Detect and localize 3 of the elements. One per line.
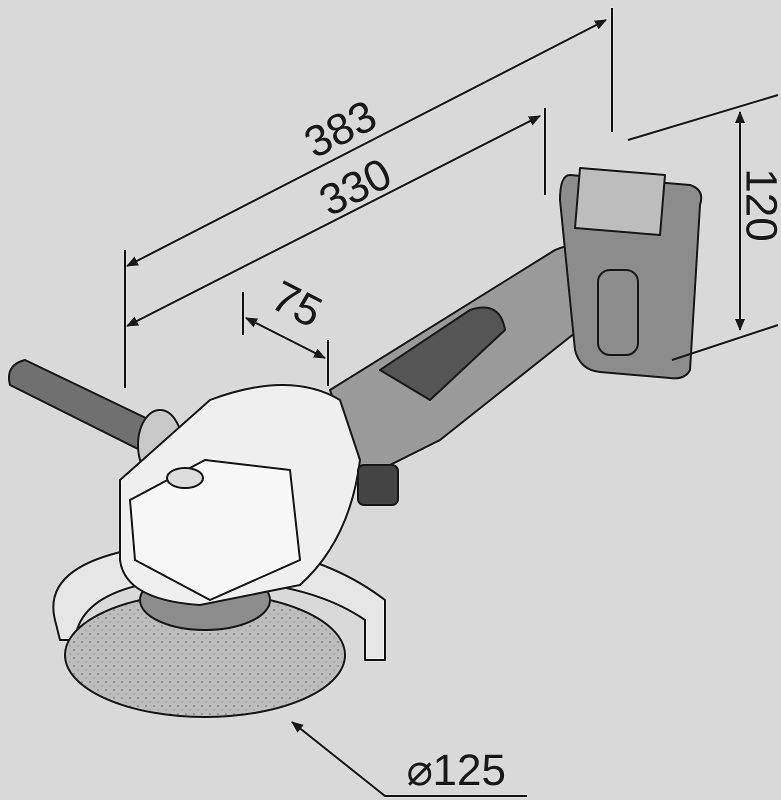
dimension-value: ⌀125 (406, 749, 506, 793)
dimension-value: 75 (264, 274, 328, 336)
dimension-value: 120 (738, 168, 781, 242)
